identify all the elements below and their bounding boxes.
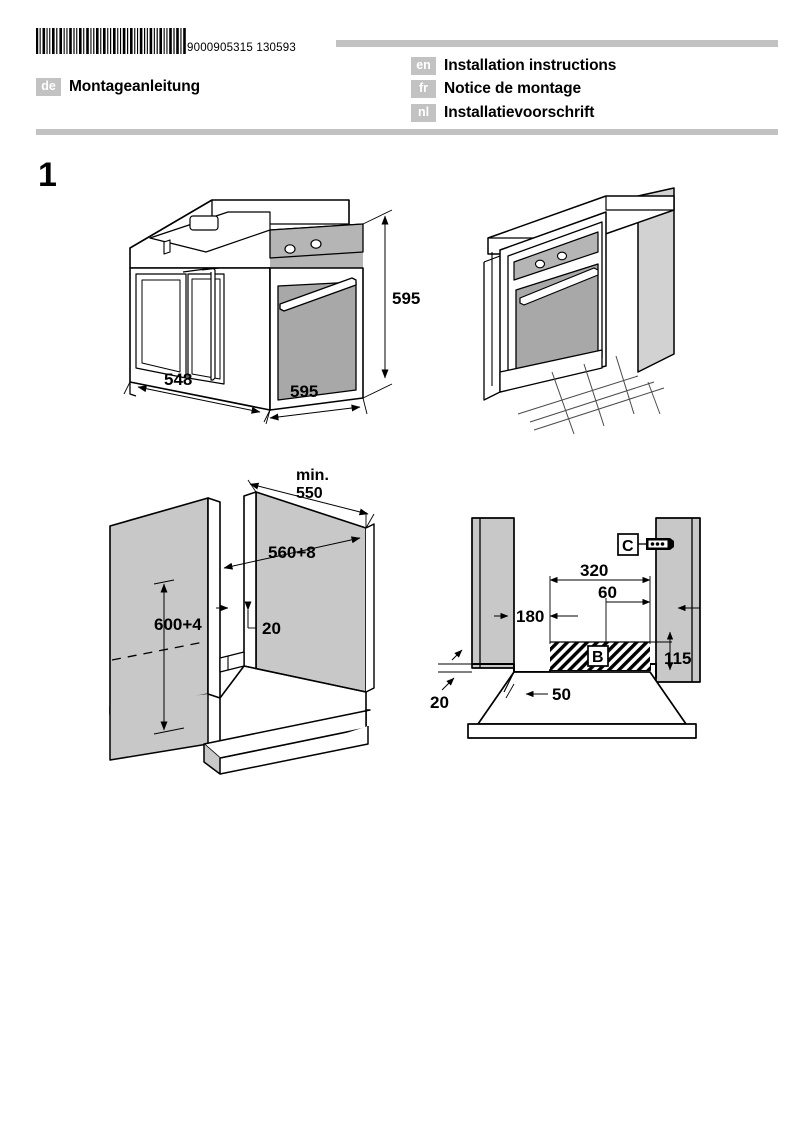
dimension-label-total-width: 320 [580, 561, 608, 580]
barcode-image [36, 28, 186, 54]
figure-cross-section: B C 32 [428, 512, 718, 742]
zone-label-c: C [622, 538, 634, 555]
dimension-label-depth-prefix: min. [296, 467, 329, 484]
figure-oven-dimensions: 595 595 548 [120, 182, 420, 427]
language-title-de: Montageanleitung [69, 78, 201, 95]
language-line-nl: nl Installatievoorschrift [411, 101, 616, 125]
header-accent-bar [336, 40, 778, 47]
language-line-en: en Installation instructions [411, 54, 616, 78]
dimension-label-offset: 60 [598, 583, 617, 602]
figure-oven-installed [478, 186, 698, 436]
barcode-block: 9000905315 130593 [36, 28, 296, 54]
step-number: 1 [38, 156, 57, 194]
language-list: en Installation instructions fr Notice d… [411, 54, 616, 125]
language-line-fr: fr Notice de montage [411, 78, 616, 102]
figure-cabinet-cutout: min. 550 560+8 600+4 20 [98, 462, 408, 792]
dimension-label-right-height: 115 [664, 649, 691, 668]
language-code-nl: nl [411, 103, 436, 122]
language-title-fr: Notice de montage [444, 80, 581, 98]
language-line-de: de Montageanleitung [36, 78, 200, 96]
zone-label-b: B [592, 649, 604, 666]
language-title-nl: Installatievoorschrift [444, 103, 595, 121]
language-title-en: Installation instructions [444, 56, 617, 74]
dimension-label-height: 595 [392, 289, 420, 308]
header-divider [36, 129, 778, 135]
dimension-label-base-offset: 20 [430, 693, 449, 712]
dimension-label-height: 600+4 [154, 615, 202, 634]
language-code-en: en [411, 56, 436, 75]
dimension-label-width: 595 [290, 382, 318, 401]
language-code-fr: fr [411, 80, 436, 99]
power-socket-icon [646, 538, 674, 550]
dimension-label-width: 560+8 [268, 543, 316, 562]
dimension-label-front-panel: 20 [262, 619, 281, 638]
dimension-label-depth: 548 [164, 370, 192, 389]
dimension-label-base-depth: 50 [552, 685, 571, 704]
barcode-number: 9000905315 130593 [187, 41, 296, 54]
language-code-de: de [36, 78, 61, 96]
dimension-label-left-offset: 180 [516, 607, 544, 626]
dimension-label-depth: 550 [296, 485, 323, 502]
